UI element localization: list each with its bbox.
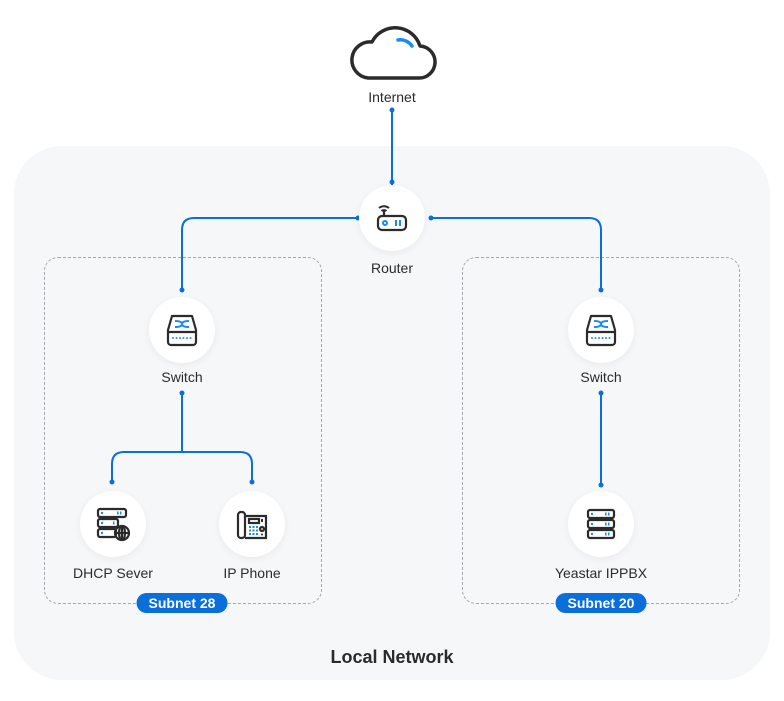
switch-icon [166,314,198,347]
switch-label-subnet-20: Switch [580,369,622,385]
router-label: Router [370,260,414,276]
wire-bus-phone [182,451,253,481]
wire-router-switch-left [181,217,361,288]
dhcp-server-icon [96,507,131,542]
internet-label: Internet [368,89,416,105]
ip-phone-label: IP Phone [223,565,281,581]
wire-dot [389,107,395,113]
wire-dot [598,482,604,488]
switch-node-subnet-20[interactable] [568,297,634,363]
wire-dot [598,287,604,293]
wire-dot [109,479,115,485]
cloud-icon [350,26,437,80]
wire-bus-dhcp [111,451,182,481]
subnet-28-badge: Subnet 28 [136,593,228,613]
ip-phone-node[interactable] [219,491,285,557]
wire-dot [428,215,434,221]
switch-label-subnet-28: Switch [161,369,203,385]
local-network-title: Local Network [330,647,454,667]
wire-router-switch-right [430,217,602,288]
ippbx-server-icon [586,508,616,540]
switch-icon [585,314,617,347]
switch-node-subnet-28[interactable] [149,297,215,363]
dhcp-server-label: DHCP Sever [73,565,153,581]
wire-dot [179,390,185,396]
router-node[interactable] [359,185,425,251]
router-icon [376,205,408,232]
ippbx-label: Yeastar IPPBX [554,565,648,581]
dhcp-server-node[interactable] [80,491,146,557]
wire-dot [389,179,395,185]
ippbx-node[interactable] [568,491,634,557]
wire-dot [249,479,255,485]
wire-dot [598,390,604,396]
subnet-20-badge: Subnet 20 [555,593,647,613]
ip-phone-icon [236,510,268,540]
wire-dot [179,287,185,293]
